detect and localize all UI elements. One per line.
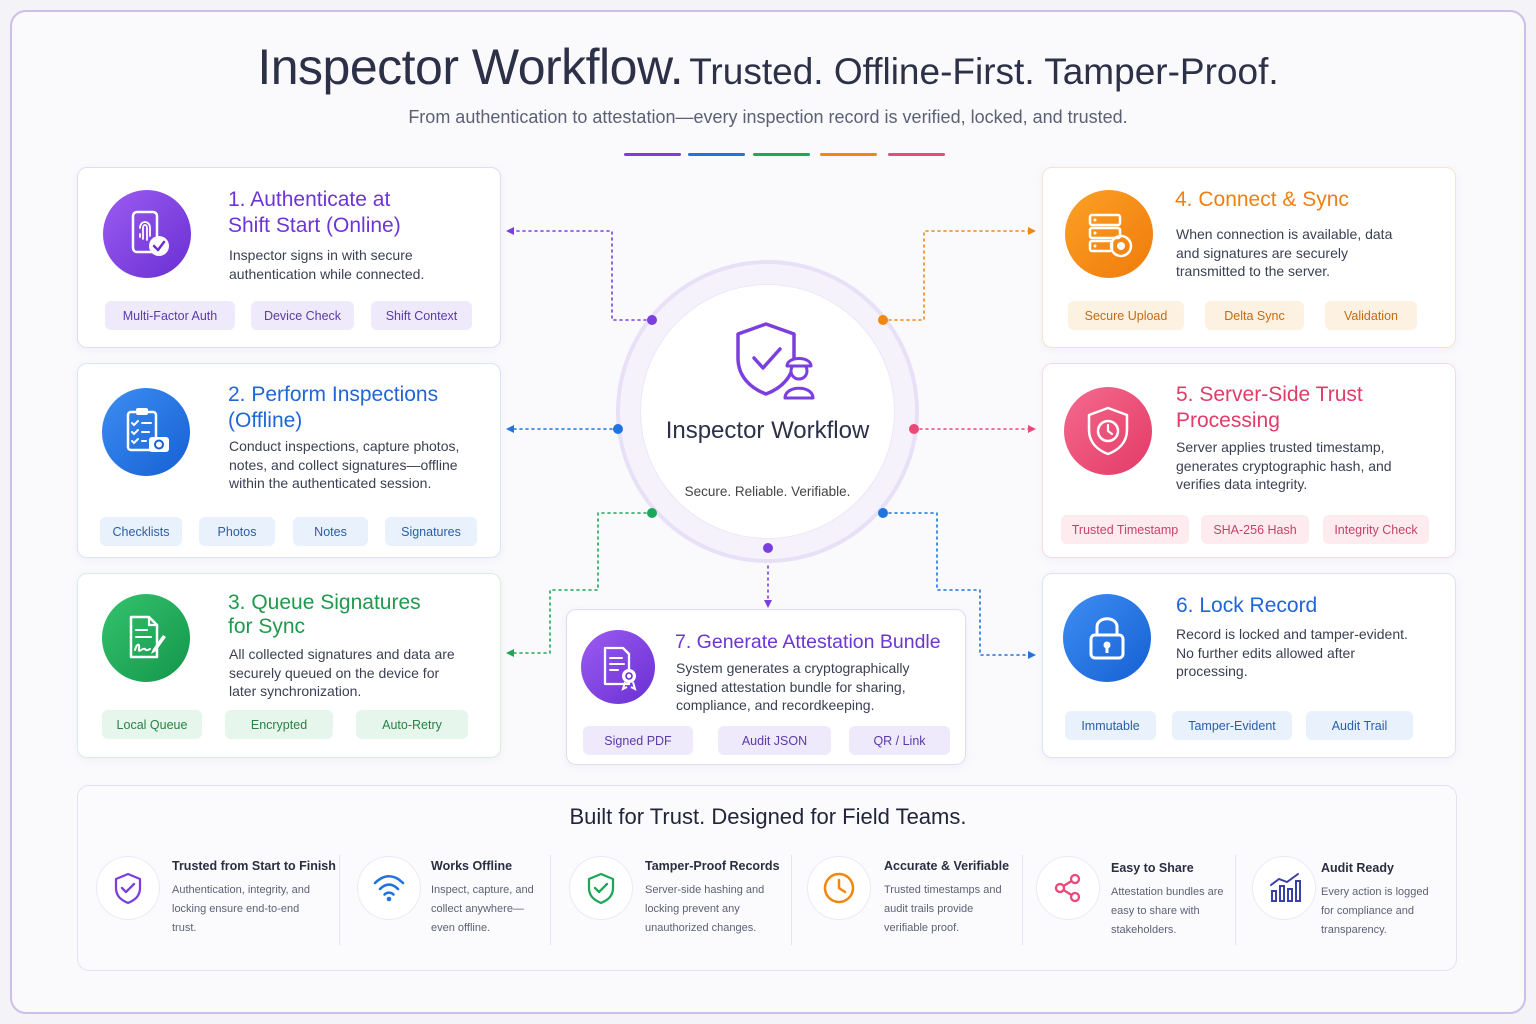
accent-bar-pink (888, 153, 945, 156)
feature-description: Trusted timestamps and audit trails prov… (884, 884, 1002, 934)
tag-chip: QR / Link (849, 726, 950, 755)
tag-chip: Integrity Check (1323, 515, 1429, 544)
tag-chip: Audit Trail (1306, 711, 1413, 740)
page-subtitle: From authentication to attestation—every… (408, 107, 1128, 127)
step-title: 6. Lock Record (1176, 594, 1318, 617)
step-card-2[interactable]: 2. Perform Inspections (Offline) Conduct… (77, 363, 501, 558)
tag-chip: Notes (293, 517, 368, 546)
step-description: System generates a cryptographically sig… (676, 660, 910, 713)
hub-title: Inspector Workflow (665, 417, 870, 444)
step-card-5[interactable]: 5. Server-Side Trust Processing Server a… (1042, 363, 1456, 558)
feature-title: Easy to Share (1111, 861, 1194, 875)
feature-title: Trusted from Start to Finish (172, 859, 336, 873)
shield-clock-icon (1064, 387, 1152, 475)
title-main: Inspector Workflow. (257, 39, 684, 95)
tag-chip: Shift Context (371, 301, 472, 330)
server-sync-icon (1065, 190, 1153, 278)
feature-description: Every action is logged for compliance an… (1321, 886, 1429, 936)
tag-chip: Signed PDF (583, 726, 693, 755)
tag-chip: Delta Sync (1205, 301, 1304, 330)
feature-description: Inspect, capture, and collect anywhere—e… (431, 884, 534, 934)
step-description: When connection is available, data and s… (1176, 226, 1393, 279)
accent-bar-blue (688, 153, 745, 156)
step-description: Record is locked and tamper-evident. No … (1176, 626, 1408, 679)
step-card-6[interactable]: 6. Lock Record Record is locked and tamp… (1042, 573, 1456, 758)
tag-chip: Auto-Retry (356, 710, 468, 739)
tag-chip: Encrypted (225, 710, 333, 739)
phone-fingerprint-icon (103, 190, 191, 278)
step-card-4[interactable]: 4. Connect & Sync When connection is ava… (1042, 167, 1456, 348)
feature-title: Tamper-Proof Records (645, 859, 780, 873)
tag-chip: Immutable (1065, 711, 1156, 740)
tag-chip: Signatures (385, 517, 477, 546)
wifi-icon (357, 856, 421, 920)
step-title: 5. Server-Side Trust Processing (1176, 383, 1363, 432)
step-description: Inspector signs in with secure authentic… (229, 247, 425, 282)
feature-title: Accurate & Verifiable (884, 859, 1010, 873)
tag-chip: Checklists (100, 517, 182, 546)
step-description: Conduct inspections, capture photos, not… (229, 438, 460, 491)
tag-chip: Photos (199, 517, 275, 546)
title-tagline: Trusted. Offline-First. Tamper-Proof. (689, 51, 1279, 92)
step-card-7[interactable]: 7. Generate Attestation Bundle System ge… (566, 609, 966, 765)
accent-bar-purple (624, 153, 681, 156)
tag-chip: Tamper-Evident (1172, 711, 1292, 740)
step-title: 4. Connect & Sync (1175, 188, 1349, 211)
shield-inspector-icon (736, 322, 815, 400)
divider (550, 855, 551, 945)
hub-subtitle: Secure. Reliable. Verifiable. (684, 484, 851, 499)
step-card-1[interactable]: 1. Authenticate at Shift Start (Online) … (77, 167, 501, 348)
tag-chip: Trusted Timestamp (1061, 515, 1189, 544)
bar-chart-icon (1252, 856, 1316, 920)
tag-chip: Device Check (251, 301, 354, 330)
tag-chip: Multi-Factor Auth (105, 301, 235, 330)
features-title: Built for Trust. Designed for Field Team… (569, 804, 967, 829)
accent-bar-green (753, 153, 810, 156)
feature-title: Works Offline (431, 859, 513, 873)
step-description: Server applies trusted timestamp, genera… (1176, 439, 1392, 492)
shield-check-icon (96, 856, 160, 920)
share-icon (1036, 856, 1100, 920)
divider (1235, 855, 1236, 945)
tag-chip: Audit JSON (718, 726, 831, 755)
tag-chip: Local Queue (102, 710, 202, 739)
step-description: All collected signatures and data are se… (229, 646, 455, 699)
padlock-icon (1063, 594, 1151, 682)
divider (339, 855, 340, 945)
page-title: Inspector Workflow.Trusted. Offline-Firs… (0, 38, 1536, 96)
features-panel (77, 785, 1457, 971)
step-card-3[interactable]: 3. Queue Signatures for Sync All collect… (77, 573, 501, 758)
tag-chip: SHA-256 Hash (1201, 515, 1309, 544)
document-signature-icon (102, 594, 190, 682)
feature-description: Authentication, integrity, and locking e… (172, 884, 310, 934)
step-title: 1. Authenticate at Shift Start (Online) (228, 188, 401, 237)
tag-chip: Validation (1325, 301, 1417, 330)
hub-circle (641, 285, 894, 538)
step-title: 7. Generate Attestation Bundle (675, 631, 941, 653)
tag-chip: Secure Upload (1068, 301, 1184, 330)
feature-title: Audit Ready (1321, 861, 1394, 875)
certificate-document-icon (581, 630, 655, 704)
accent-bar-orange (820, 153, 877, 156)
divider (791, 855, 792, 945)
clock-icon (807, 856, 871, 920)
feature-description: Server-side hashing and locking prevent … (645, 884, 765, 934)
feature-description: Attestation bundles are easy to share wi… (1111, 886, 1224, 936)
clipboard-camera-icon (102, 388, 190, 476)
shield-check-icon (569, 856, 633, 920)
divider (1022, 855, 1023, 945)
step-title: 3. Queue Signatures for Sync (228, 591, 421, 638)
step-title: 2. Perform Inspections (Offline) (228, 383, 439, 432)
